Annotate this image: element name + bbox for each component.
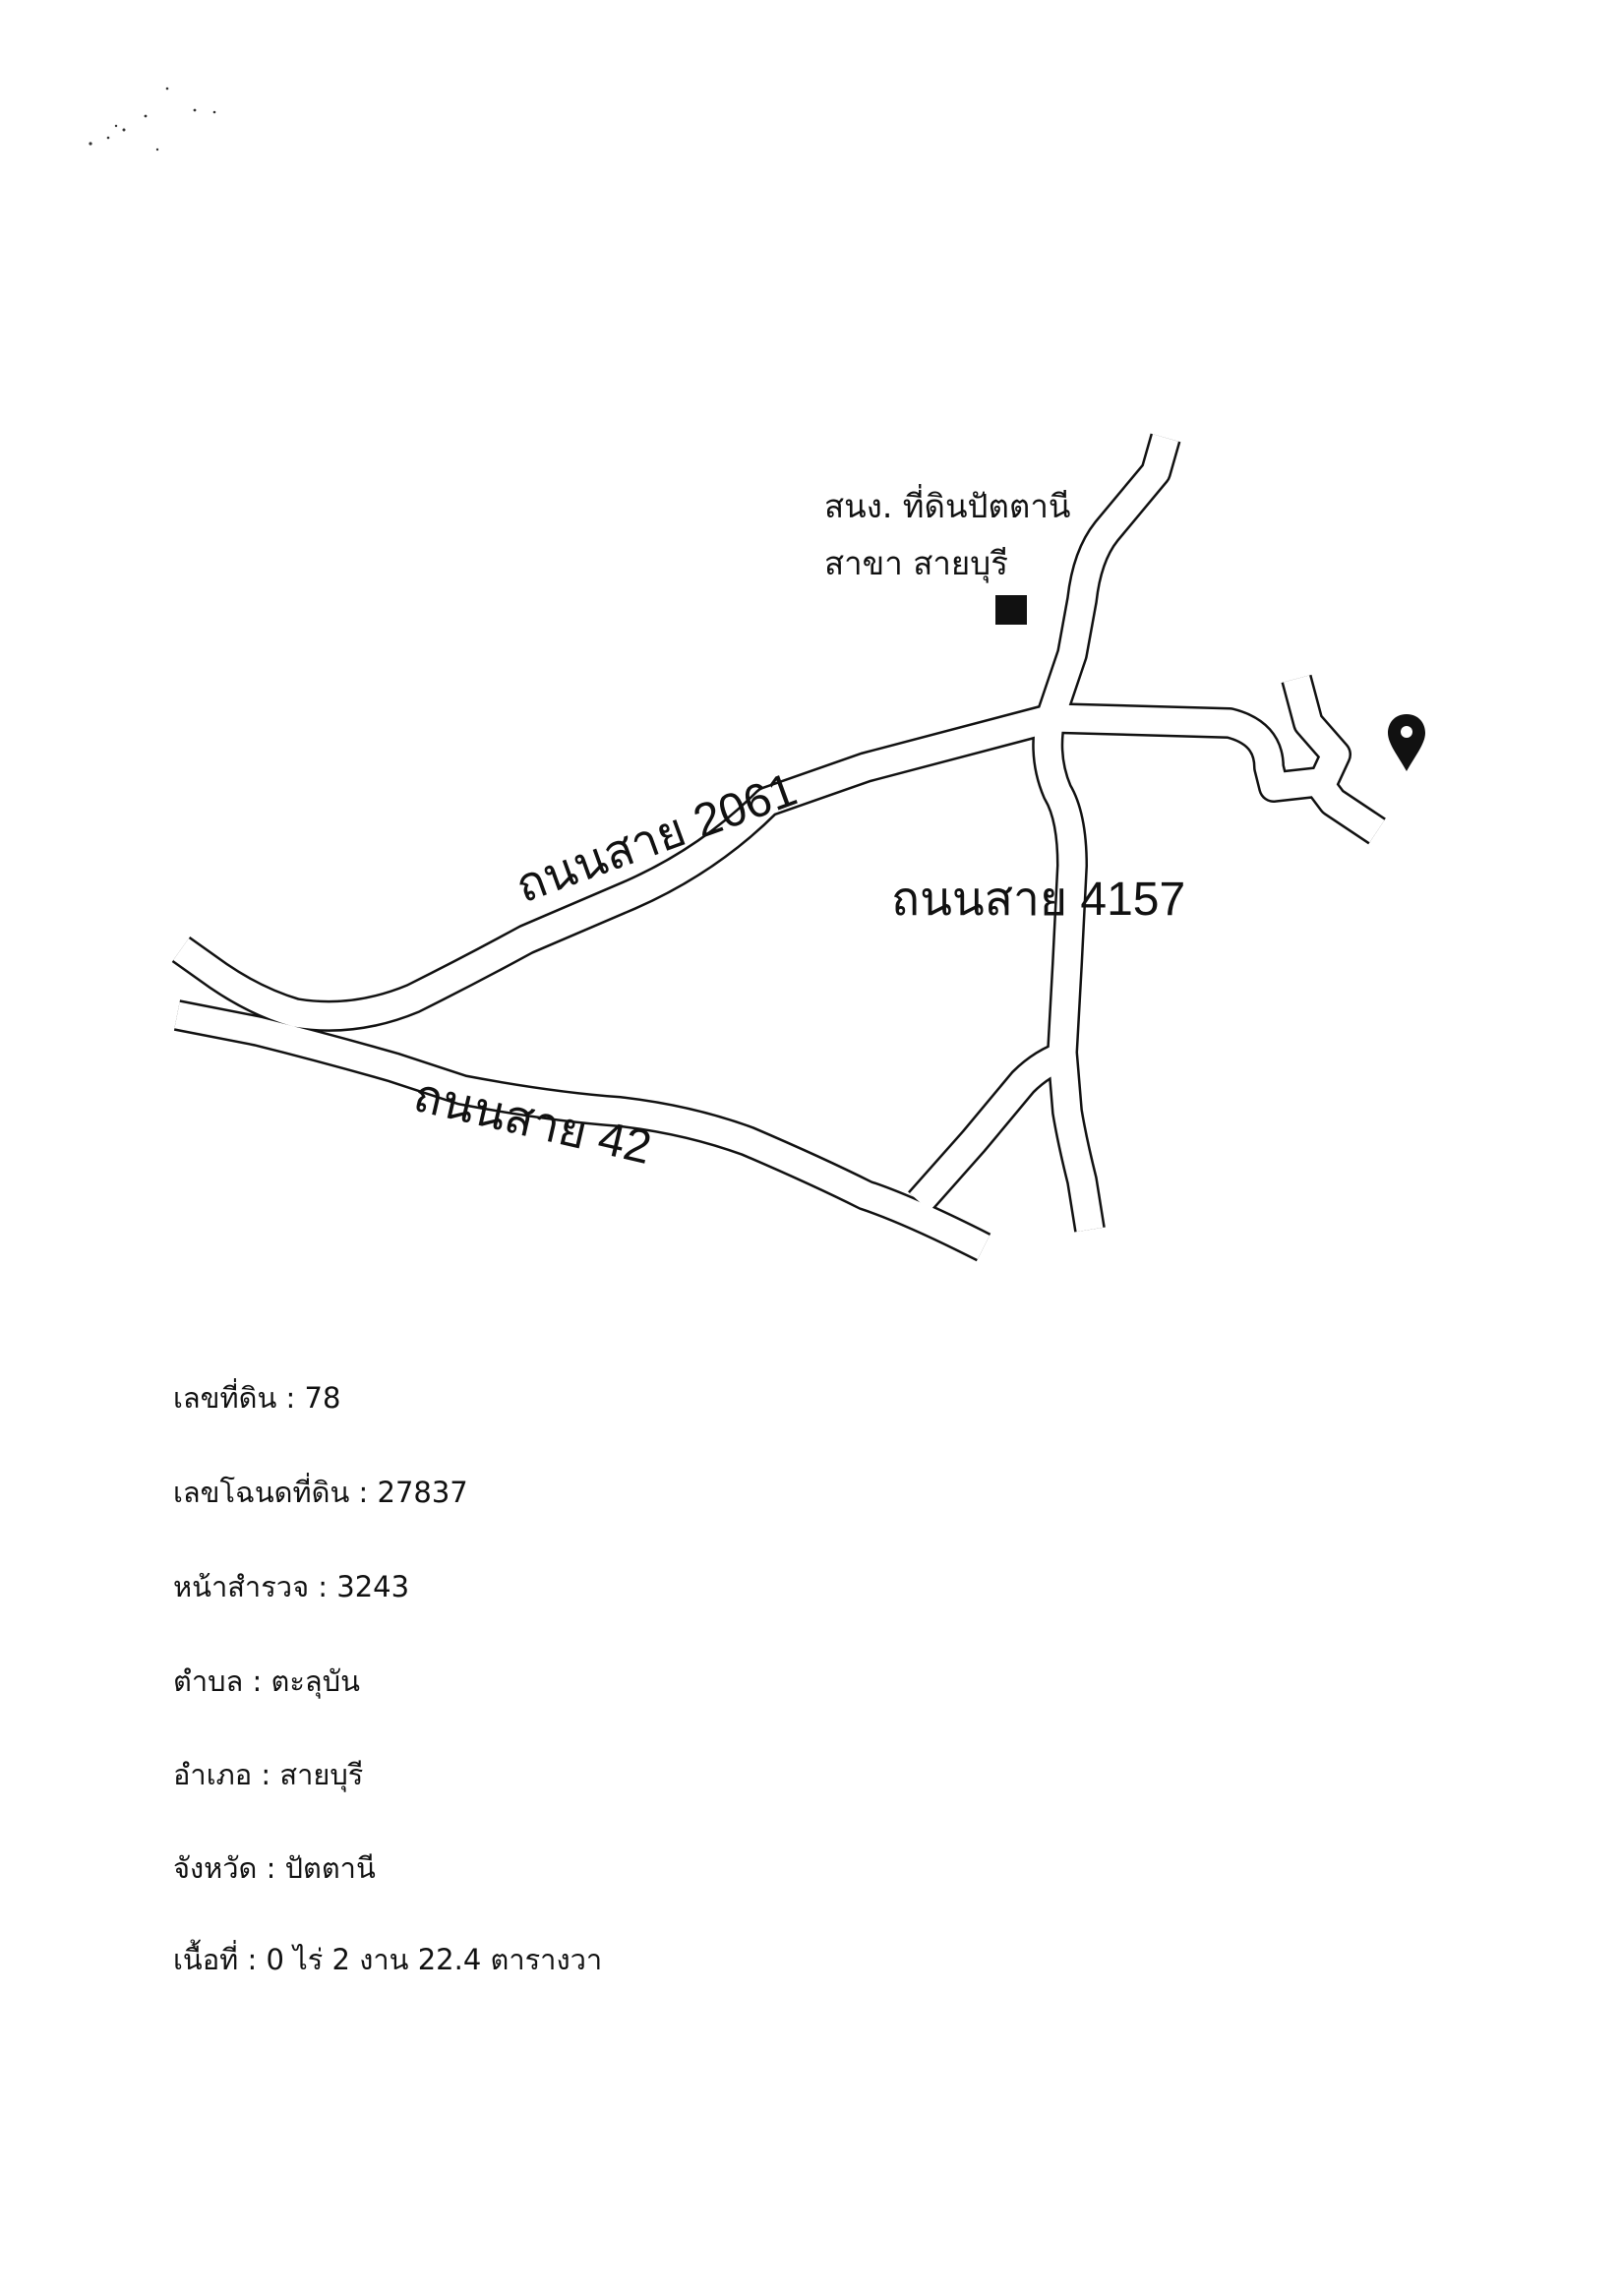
road-2061-outline — [171, 702, 1386, 1032]
parcel-land-number: เลขที่ดิน : 78 — [173, 1375, 340, 1420]
parcel-area: เนื้อที่ : 0 ไร่ 2 งาน 22.4 ตารางวา — [173, 1937, 602, 1982]
separator: : — [252, 1664, 263, 1698]
area-value: 0 ไร่ 2 งาน 22.4 ตารางวา — [266, 1943, 603, 1976]
road-4157-label: ถนนสาย 4157 — [891, 874, 1185, 926]
deed-number-label: เลขโฉนดที่ดิน — [173, 1476, 350, 1509]
location-pin-icon — [1388, 714, 1425, 771]
separator: : — [247, 1943, 258, 1976]
separator: : — [358, 1476, 369, 1509]
subdistrict-label: ตำบล — [173, 1664, 244, 1698]
district-value: สายบุรี — [279, 1758, 364, 1791]
parcel-survey-page: หน้าสำรวจ : 3243 — [173, 1564, 409, 1609]
separator: : — [261, 1758, 271, 1791]
road-map: สนง. ที่ดินปัตตานี สาขา สายบุรี ถนนสาย 2… — [89, 87, 1425, 1262]
separator: : — [318, 1570, 329, 1603]
province-label: จังหวัด — [173, 1851, 258, 1885]
survey-page-value: 3243 — [336, 1570, 410, 1603]
land-number-value: 78 — [304, 1381, 341, 1415]
parcel-province: จังหวัด : ปัตตานี — [173, 1845, 376, 1891]
deed-number-value: 27837 — [377, 1476, 468, 1509]
parcel-deed-number: เลขโฉนดที่ดิน : 27837 — [173, 1470, 468, 1515]
area-label: เนื้อที่ — [173, 1943, 239, 1976]
parcel-district: อำเภอ : สายบุรี — [173, 1752, 363, 1797]
land-number-label: เลขที่ดิน — [173, 1381, 277, 1415]
road-42-label: ถนนสาย 42 — [409, 1069, 656, 1175]
province-value: ปัตตานี — [284, 1851, 376, 1885]
survey-page-label: หน้าสำรวจ — [173, 1570, 310, 1603]
scan-specks — [89, 87, 216, 151]
road-fills — [173, 434, 1385, 1260]
land-office-label-line1: สนง. ที่ดินปัตตานี — [824, 484, 1070, 525]
land-office-label-line2: สาขา สายบุรี — [824, 544, 1008, 583]
subdistrict-value: ตะลุบัน — [270, 1664, 360, 1698]
land-office-marker — [995, 595, 1027, 625]
separator: : — [285, 1381, 296, 1415]
separator: : — [266, 1851, 276, 1885]
road-outlines — [171, 433, 1386, 1262]
district-label: อำเภอ — [173, 1758, 253, 1791]
parcel-subdistrict: ตำบล : ตะลุบัน — [173, 1659, 360, 1704]
